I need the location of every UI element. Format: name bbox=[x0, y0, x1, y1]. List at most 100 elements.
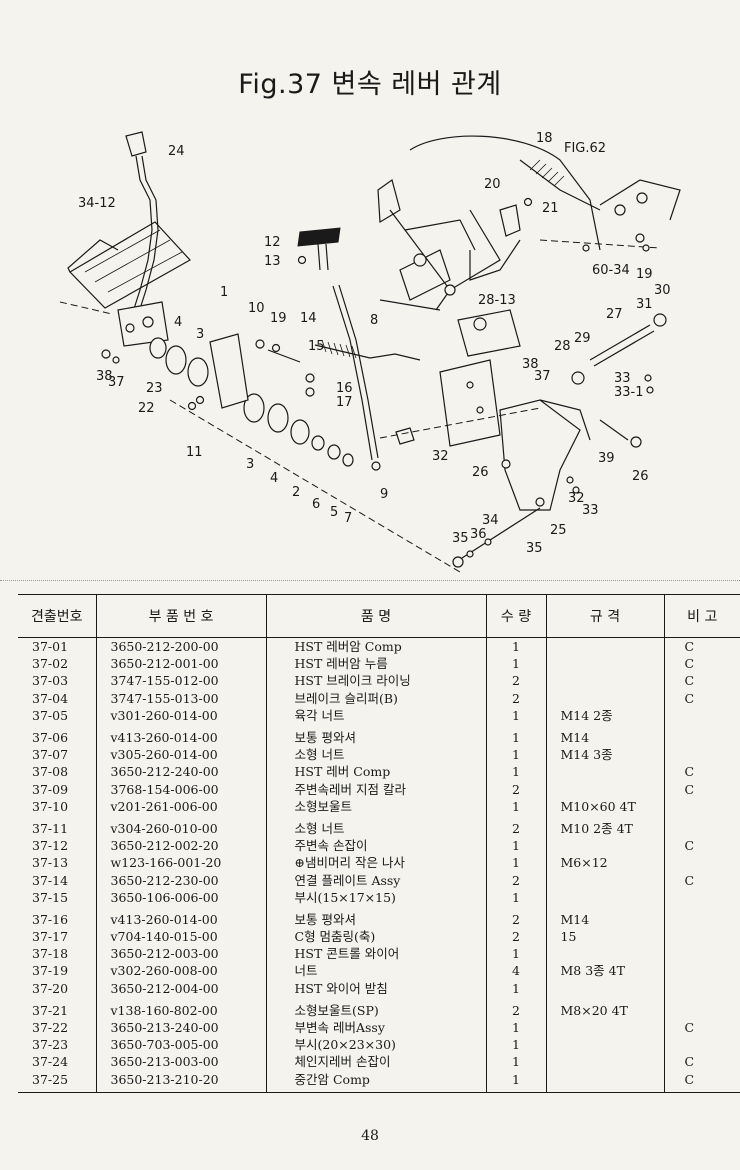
cell-qty: 1 bbox=[485, 763, 546, 781]
callout-label: 32 bbox=[432, 449, 449, 464]
callout-label: 8 bbox=[370, 313, 378, 328]
cell-spec bbox=[545, 945, 664, 963]
cell-spec bbox=[545, 763, 664, 781]
cell-part: 3650-213-210-20 bbox=[95, 1070, 266, 1093]
cell-remark: C bbox=[663, 637, 740, 656]
cell-remark: C bbox=[663, 763, 740, 781]
cell-name: 육각 너트 bbox=[265, 706, 486, 724]
cell-part: v302-260-008-00 bbox=[95, 962, 266, 980]
cell-part: 3650-106-006-00 bbox=[95, 888, 266, 906]
cell-spec: M14 bbox=[545, 723, 664, 747]
cell-spec bbox=[545, 888, 664, 906]
right-linkage-drawing bbox=[452, 313, 667, 568]
cell-ref: 37-20 bbox=[32, 980, 69, 996]
callout-label: 15 bbox=[308, 339, 325, 354]
cell-ref: 37-16 bbox=[32, 911, 69, 927]
cell-spec: M8×20 4T bbox=[545, 996, 664, 1019]
cell-ref: 37-10 bbox=[32, 798, 69, 814]
cell-name: 주변속 손잡이 bbox=[265, 837, 486, 855]
cell-qty: 1 bbox=[485, 706, 546, 724]
callout-label: 31 bbox=[636, 297, 653, 312]
cell-spec: M6×12 bbox=[545, 854, 664, 872]
cell-spec: M14 bbox=[545, 905, 664, 928]
callout-label: 20 bbox=[484, 177, 501, 192]
cell-ref: 37-21 bbox=[32, 1002, 69, 1018]
cell-ref: 37-03 bbox=[32, 673, 69, 689]
cell-remark: C bbox=[663, 837, 740, 855]
callout-label: 28-13 bbox=[478, 293, 516, 308]
callout-label: 35 bbox=[526, 541, 543, 556]
callout-label: 24 bbox=[168, 144, 185, 159]
cell-ref: 37-01 bbox=[32, 639, 69, 655]
callout-label: 12 bbox=[264, 235, 281, 250]
cell-qty: 1 bbox=[485, 723, 546, 747]
page-fold-line bbox=[0, 580, 740, 581]
callout-label: 33 bbox=[614, 371, 631, 386]
cell-qty: 1 bbox=[485, 655, 546, 673]
cell-remark bbox=[663, 797, 740, 815]
cell-remark bbox=[663, 979, 740, 997]
shift-lever-24-drawing bbox=[117, 131, 169, 347]
cell-name: 소형보울트 bbox=[265, 797, 486, 815]
cell-part: v201-261-006-00 bbox=[95, 797, 266, 815]
cell-remark bbox=[663, 888, 740, 906]
cell-spec bbox=[545, 689, 664, 707]
cell-part: v138-160-802-00 bbox=[95, 996, 266, 1019]
callout-label: 2 bbox=[292, 485, 300, 500]
cell-spec bbox=[545, 655, 664, 673]
cell-part: 3650-212-002-20 bbox=[95, 837, 266, 855]
callout-label: 25 bbox=[550, 523, 567, 538]
exploded-parts-diagram: 24 34-12 12 13 1 10 19 14 15 4 3 16 17 8… bbox=[59, 131, 681, 573]
cell-name: 소형보울트(SP) bbox=[265, 996, 486, 1019]
cell-name: HST 브레이크 라이닝 bbox=[265, 672, 486, 690]
header-spec: 규 격 bbox=[545, 594, 664, 638]
cell-part: v704-140-015-00 bbox=[95, 928, 266, 946]
cell-qty: 2 bbox=[485, 814, 546, 838]
cell-ref: 37-07 bbox=[32, 747, 69, 763]
callout-labels: 24 34-12 12 13 1 10 19 14 15 4 3 16 17 8… bbox=[78, 131, 671, 556]
callout-label: 18 bbox=[536, 131, 553, 146]
cell-spec bbox=[545, 637, 664, 656]
callout-label: 33 bbox=[582, 503, 599, 518]
callout-label: FIG.62 bbox=[564, 141, 606, 156]
cell-part: v413-260-014-00 bbox=[95, 723, 266, 747]
cell-ref: 37-23 bbox=[32, 1037, 69, 1053]
figure-title: Fig.37 변속 레버 관계 bbox=[238, 69, 502, 100]
cell-part: 3650-213-003-00 bbox=[95, 1053, 266, 1071]
cell-part: v305-260-014-00 bbox=[95, 746, 266, 764]
cell-ref: 37-15 bbox=[32, 889, 69, 905]
cell-qty: 1 bbox=[485, 854, 546, 872]
cell-part: 3650-212-003-00 bbox=[95, 945, 266, 963]
cell-qty: 1 bbox=[485, 837, 546, 855]
cell-name: 브레이크 슬리퍼(B) bbox=[265, 689, 486, 707]
callout-label: 5 bbox=[330, 505, 338, 520]
cell-part: 3650-213-240-00 bbox=[95, 1018, 266, 1037]
cell-qty: 1 bbox=[485, 888, 546, 906]
cell-spec bbox=[545, 837, 664, 855]
cell-remark bbox=[663, 723, 740, 747]
cell-part: v304-260-010-00 bbox=[95, 814, 266, 838]
cell-spec bbox=[545, 1018, 664, 1037]
callout-label: 39 bbox=[598, 451, 615, 466]
cell-remark: C bbox=[663, 1018, 740, 1037]
cell-qty: 1 bbox=[485, 1053, 546, 1071]
cell-ref: 37-22 bbox=[32, 1020, 69, 1036]
cell-remark bbox=[663, 928, 740, 946]
callout-label: 1 bbox=[220, 285, 228, 300]
page-number: 48 bbox=[361, 1128, 379, 1144]
cell-name: HST 와이어 받침 bbox=[265, 979, 486, 997]
cell-qty: 1 bbox=[485, 1018, 546, 1037]
cell-ref: 37-05 bbox=[32, 707, 69, 723]
cell-ref: 37-09 bbox=[32, 781, 69, 797]
cell-ref: 37-18 bbox=[32, 946, 69, 962]
cell-part: v413-260-014-00 bbox=[95, 905, 266, 928]
cell-part: v301-260-014-00 bbox=[95, 706, 266, 724]
cell-remark bbox=[663, 1036, 740, 1054]
parts-table-header: 견출번호 부 품 번 호 품 명 수 량 규 격 비 고 bbox=[18, 594, 740, 638]
